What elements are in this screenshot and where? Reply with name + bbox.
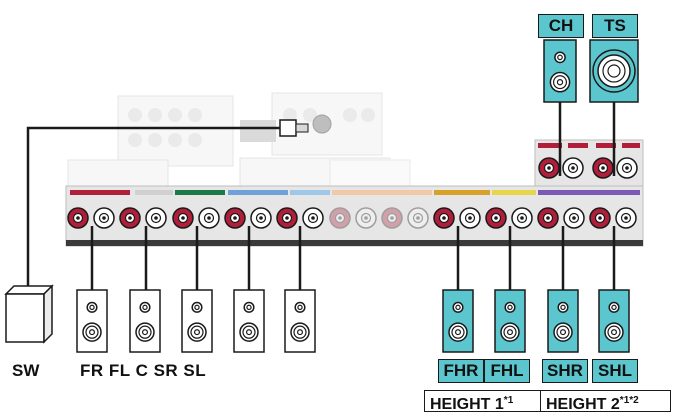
panel-bottom-edge — [66, 240, 643, 246]
terminal-color-strips — [70, 190, 640, 195]
label-shl: SHL — [592, 359, 638, 383]
label-shr: SHR — [542, 359, 588, 383]
speakers — [76, 39, 639, 353]
terminal-positive — [224, 207, 246, 229]
terminal-negative — [459, 207, 481, 229]
label-ts: TS — [592, 14, 638, 38]
terminal-negative — [145, 207, 167, 229]
terminal-negative — [198, 207, 220, 229]
height-1-note: *1 — [503, 395, 514, 406]
terminal-negative — [616, 157, 638, 179]
terminal-pair — [67, 207, 115, 229]
label-height-1: HEIGHT 1*1 — [424, 390, 541, 413]
terminal-positive — [329, 207, 351, 229]
speaker-height — [547, 289, 579, 353]
height-1-text: HEIGHT 1 — [430, 396, 504, 413]
label-front-speakers: FR FL C SR SL — [80, 361, 207, 380]
height-2-note: *1*2 — [619, 395, 639, 406]
terminal-positive — [67, 207, 89, 229]
terminal-positive — [381, 207, 403, 229]
terminal-negative — [615, 207, 637, 229]
speaker-height — [442, 289, 474, 353]
terminal-negative — [511, 207, 533, 229]
terminal-pair — [537, 207, 585, 229]
speaker-front — [233, 289, 265, 353]
label-fhr: FHR — [438, 359, 484, 383]
terminal-positive — [276, 207, 298, 229]
terminal-negative — [93, 207, 115, 229]
height-2-text: HEIGHT 2 — [546, 396, 620, 413]
label-sw: SW — [12, 361, 40, 380]
terminal-pair — [433, 207, 481, 229]
speaker-ch — [543, 39, 577, 103]
subwoofer-pre-out-jack — [312, 114, 332, 134]
speaker-front — [129, 289, 161, 353]
upper-right-color-strips — [538, 143, 640, 148]
speaker-terminals — [67, 157, 638, 229]
tactile-transducer-ts — [589, 39, 639, 103]
terminal-negative — [563, 207, 585, 229]
terminal-positive — [485, 207, 507, 229]
terminal-negative — [355, 207, 377, 229]
terminal-pair — [119, 207, 167, 229]
label-height-2: HEIGHT 2*1*2 — [540, 390, 671, 413]
terminal-positive — [172, 207, 194, 229]
terminal-negative — [250, 207, 272, 229]
terminal-negative — [562, 157, 584, 179]
subwoofer — [4, 284, 54, 344]
terminal-pair — [485, 207, 533, 229]
label-fhl: FHL — [484, 359, 530, 383]
terminal-pair — [589, 207, 637, 229]
subwoofer-cable — [26, 126, 282, 290]
speaker-front — [76, 289, 108, 353]
wires — [26, 100, 616, 290]
terminal-pair — [276, 207, 324, 229]
speaker-height — [494, 289, 526, 353]
receiver-faded-panels — [67, 92, 411, 189]
rca-plug — [279, 119, 309, 137]
terminal-positive — [119, 207, 141, 229]
speaker-front — [284, 289, 316, 353]
terminal-positive — [592, 157, 614, 179]
terminal-positive — [433, 207, 455, 229]
label-ch: CH — [538, 14, 584, 38]
terminal-negative — [407, 207, 429, 229]
terminal-negative — [302, 207, 324, 229]
terminal-pair — [172, 207, 220, 229]
terminal-positive — [537, 207, 559, 229]
terminal-positive — [589, 207, 611, 229]
terminal-positive — [538, 157, 560, 179]
speaker-front — [181, 289, 213, 353]
terminal-pair — [381, 207, 429, 229]
terminal-pair — [224, 207, 272, 229]
speaker-height — [598, 289, 630, 353]
terminal-pair — [329, 207, 377, 229]
